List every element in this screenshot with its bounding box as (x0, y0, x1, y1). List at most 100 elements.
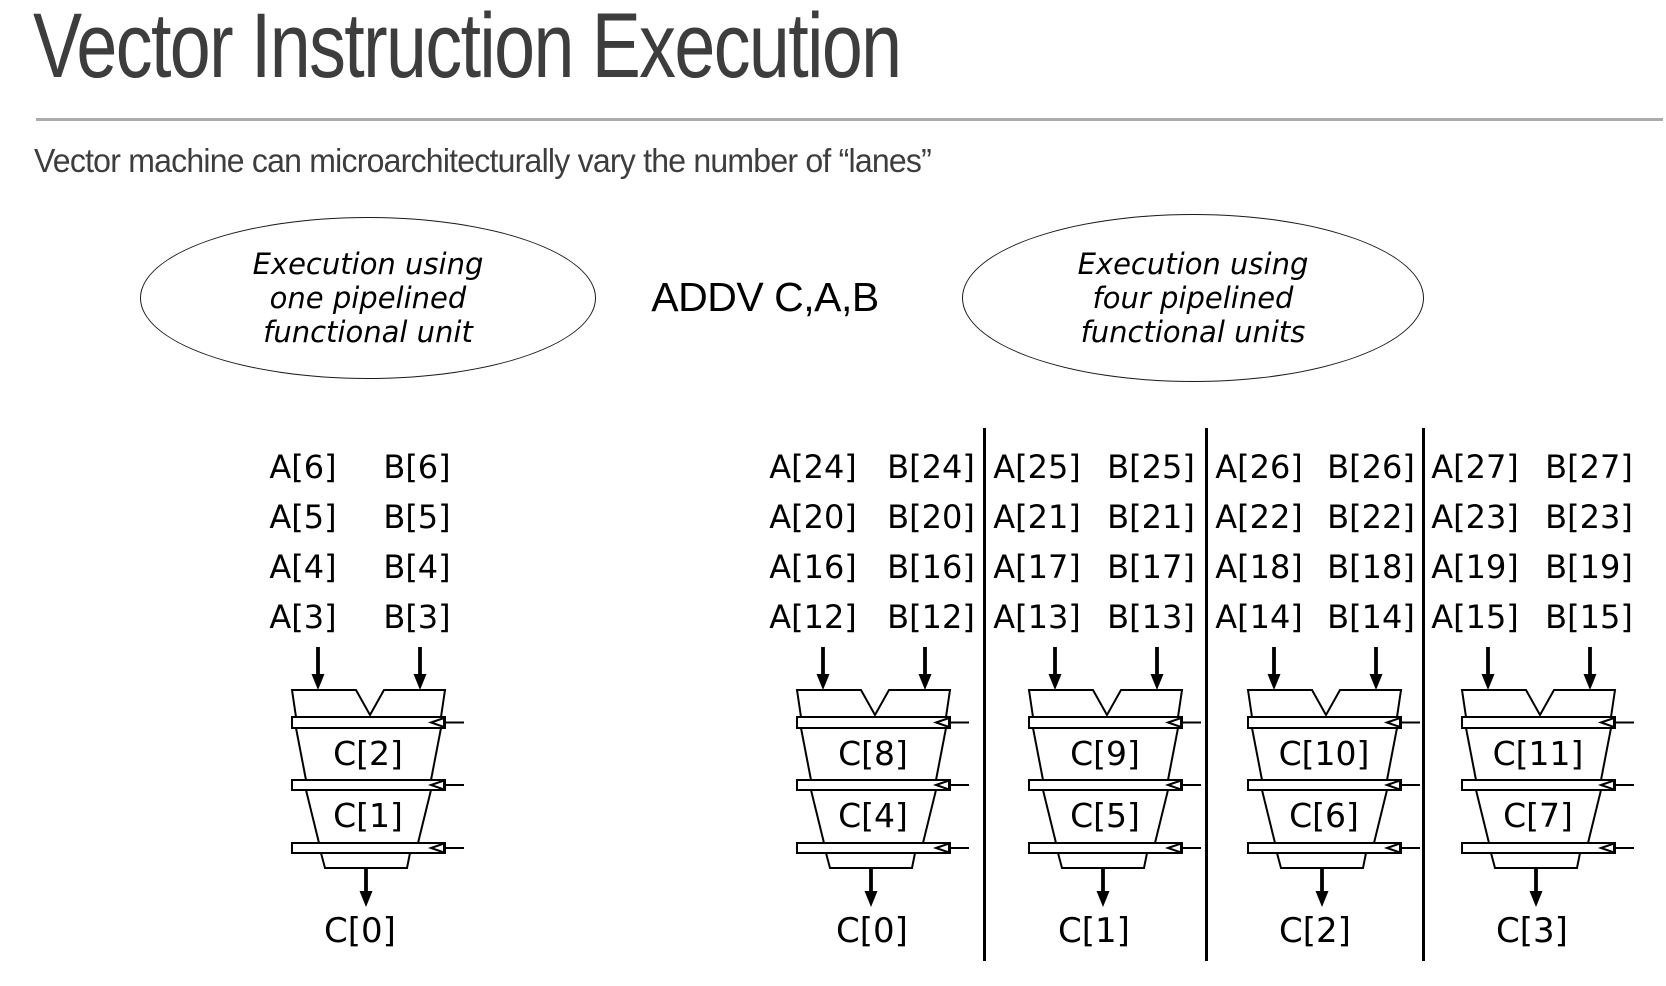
operand-stack: A[25] B[25] A[21] B[21] A[17] B[17] A[13… (984, 440, 1204, 642)
lane-1-unit: A[24] B[24] A[20] B[20] A[16] B[16] A[12… (760, 440, 984, 950)
output-element-label: C[1] (1058, 911, 1130, 951)
instruction-label: ADDV C,A,B (651, 274, 879, 320)
right-annotation-text: Execution using four pipelined functiona… (1077, 247, 1309, 349)
operand-row: A[25] B[25] (984, 442, 1204, 492)
single-lane-unit: A[6] B[6] A[5] B[5] A[4] B[4] A[3] B[3] (250, 440, 470, 950)
operand-a-label: A[4] (269, 548, 337, 586)
operand-b-label: B[6] (383, 448, 451, 486)
pipelined-functional-unit-diagram: C[8] C[4] (795, 647, 969, 907)
left-annotation-ellipse: Execution using one pipelined functional… (140, 217, 596, 379)
operand-a-label: A[15] (1431, 598, 1519, 636)
operand-a-label: A[25] (993, 448, 1081, 486)
pipeline-stage-label: C[11] (1493, 734, 1584, 773)
operand-row: A[26] B[26] (1206, 442, 1424, 492)
operand-stack: A[27] B[27] A[23] B[23] A[19] B[19] A[15… (1422, 440, 1642, 642)
pipeline-stage-label: C[2] (333, 734, 403, 773)
input-arrows (1481, 647, 1597, 690)
lane-2-unit: A[25] B[25] A[21] B[21] A[17] B[17] A[13… (984, 440, 1204, 950)
operand-row: A[18] B[18] (1206, 542, 1424, 592)
operand-b-label: B[5] (383, 498, 451, 536)
operand-row: A[15] B[15] (1422, 592, 1642, 642)
pipeline-register-bars (1247, 716, 1420, 854)
operand-row: A[13] B[13] (984, 592, 1204, 642)
input-arrows (311, 647, 427, 690)
operand-a-label: A[21] (993, 498, 1081, 536)
operand-a-label: A[20] (769, 498, 857, 536)
output-element-label: C[3] (1496, 911, 1568, 951)
operand-b-label: B[23] (1545, 498, 1633, 536)
operand-a-label: A[26] (1215, 448, 1303, 486)
output-arrow (1529, 868, 1543, 907)
pipeline-stage-label: C[4] (838, 796, 908, 835)
operand-b-label: B[16] (887, 548, 975, 586)
operand-b-label: B[22] (1327, 498, 1415, 536)
output-element-label: C[0] (836, 911, 908, 951)
output-arrow (1315, 868, 1329, 907)
title-rule (36, 118, 1663, 121)
operand-b-label: B[15] (1545, 598, 1633, 636)
operand-a-label: A[14] (1215, 598, 1303, 636)
operand-row: A[4] B[4] (250, 542, 470, 592)
operand-b-label: B[12] (887, 598, 975, 636)
functional-unit-outline (290, 689, 447, 869)
output-element-label: C[0] (324, 911, 396, 951)
operand-a-label: A[17] (993, 548, 1081, 586)
operand-a-label: A[22] (1215, 498, 1303, 536)
operand-row: A[27] B[27] (1422, 442, 1642, 492)
operand-a-label: A[3] (269, 598, 337, 636)
output-arrow (864, 868, 878, 907)
operand-b-label: B[17] (1107, 548, 1195, 586)
operand-b-label: B[21] (1107, 498, 1195, 536)
operand-row: A[19] B[19] (1422, 542, 1642, 592)
pipelined-functional-unit-diagram: C[2] C[1] (290, 647, 464, 907)
operand-row: A[22] B[22] (1206, 492, 1424, 542)
operand-a-label: A[27] (1431, 448, 1519, 486)
operand-b-label: B[26] (1327, 448, 1415, 486)
operand-row: A[14] B[14] (1206, 592, 1424, 642)
output-element-label: C[2] (1279, 911, 1351, 951)
pipeline-stage-label: C[7] (1503, 796, 1573, 835)
pipeline-stage-label: C[1] (333, 796, 403, 835)
operand-b-label: B[27] (1545, 448, 1633, 486)
operand-a-label: A[5] (269, 498, 337, 536)
operand-a-label: A[13] (993, 598, 1081, 636)
pipeline-register-bars (1028, 716, 1201, 854)
operand-b-label: B[20] (887, 498, 975, 536)
input-arrows (1048, 647, 1164, 690)
pipeline-register-bars (1461, 716, 1634, 854)
pipeline-stage-label: C[6] (1289, 796, 1359, 835)
input-arrows (1267, 647, 1383, 690)
operand-row: A[12] B[12] (760, 592, 984, 642)
pipelined-functional-unit-diagram: C[11] C[7] (1460, 647, 1634, 907)
pipeline-register-bars (796, 716, 969, 854)
operand-a-label: A[16] (769, 548, 857, 586)
lane-divider-line (1205, 428, 1208, 961)
operand-b-label: B[3] (383, 598, 451, 636)
operand-a-label: A[24] (769, 448, 857, 486)
functional-unit-outline (795, 689, 952, 869)
pipeline-stage-label: C[8] (838, 734, 908, 773)
operand-a-label: A[23] (1431, 498, 1519, 536)
operand-row: A[5] B[5] (250, 492, 470, 542)
lane-3-unit: A[26] B[26] A[22] B[22] A[18] B[18] A[14… (1206, 440, 1424, 950)
operand-row: A[21] B[21] (984, 492, 1204, 542)
left-annotation-text: Execution using one pipelined functional… (252, 247, 484, 349)
pipeline-stage-label: C[10] (1279, 734, 1370, 773)
operand-row: A[17] B[17] (984, 542, 1204, 592)
lane-divider-line (1422, 428, 1425, 961)
page-title: Vector Instruction Execution (33, 0, 902, 97)
operand-row: A[16] B[16] (760, 542, 984, 592)
operand-stack: A[6] B[6] A[5] B[5] A[4] B[4] A[3] B[3] (250, 440, 470, 642)
operand-a-label: A[18] (1215, 548, 1303, 586)
functional-unit-outline (1246, 689, 1403, 869)
lane-4-unit: A[27] B[27] A[23] B[23] A[19] B[19] A[15… (1422, 440, 1642, 950)
operand-row: A[24] B[24] (760, 442, 984, 492)
operand-row: A[23] B[23] (1422, 492, 1642, 542)
operand-stack: A[26] B[26] A[22] B[22] A[18] B[18] A[14… (1206, 440, 1424, 642)
pipelined-functional-unit-diagram: C[9] C[5] (1027, 647, 1201, 907)
input-arrows (816, 647, 932, 690)
operand-b-label: B[25] (1107, 448, 1195, 486)
pipeline-register-bars (291, 716, 464, 854)
pipelined-functional-unit-diagram: C[10] C[6] (1246, 647, 1420, 907)
